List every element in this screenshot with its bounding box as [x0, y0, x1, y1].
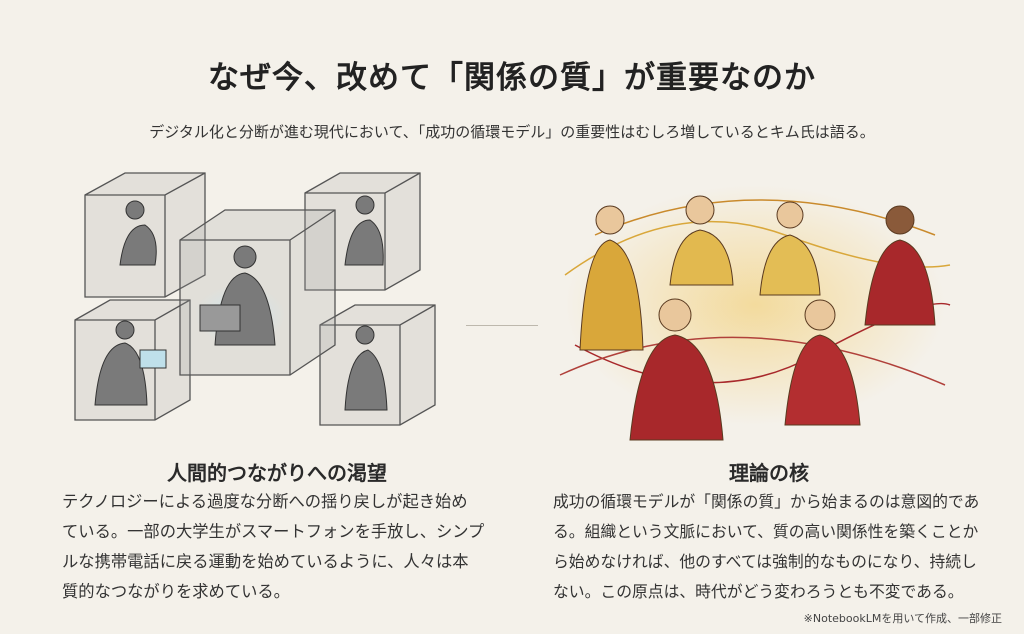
- page-subtitle: デジタル化と分断が進む現代において、「成功の循環モデル」の重要性はむしろ増してい…: [149, 123, 875, 141]
- left-section-body: テクノロジーによる過度な分断への揺り戻しが起き始め ている。一部の大学生がスマー…: [62, 487, 484, 607]
- footnote: ※NotebookLMを用いて作成、一部修正: [803, 612, 1002, 625]
- body-line: ない。この原点は、時代がどう変わろうとも不変である。: [553, 582, 964, 601]
- right-section-heading: 理論の核: [729, 461, 809, 485]
- right-section-body: 成功の循環モデルが「関係の質」から始まるのは意図的であ る。組織という文脈におい…: [553, 487, 979, 607]
- body-line: る。組織という文脈において、質の高い関係性を築くことか: [553, 522, 979, 541]
- cube: [74, 172, 436, 426]
- left-section-heading: 人間的つながりへの渇望: [167, 461, 387, 485]
- connected-people-illustration: [559, 185, 951, 441]
- page-title: なぜ今、改めて「関係の質」が重要なのか: [208, 60, 816, 96]
- body-line: ている。一部の大学生がスマートフォンを手放し、シンプ: [62, 522, 485, 541]
- body-line: 質的なつながりを求めている。: [62, 582, 290, 601]
- body-line: ルな携帯電話に戻る運動を始めているように、人々は本: [62, 552, 469, 571]
- body-line: テクノロジーによる過度な分断への揺り戻しが起き始め: [62, 492, 468, 511]
- section-divider: [466, 325, 538, 326]
- body-line: ら始めなければ、他のすべては強制的なものになり、持続し: [553, 552, 977, 571]
- body-line: 成功の循環モデルが「関係の質」から始まるのは意図的であ: [553, 492, 980, 511]
- person-figures: [94, 195, 388, 411]
- isolated-people-cubes-illustration: [74, 172, 436, 426]
